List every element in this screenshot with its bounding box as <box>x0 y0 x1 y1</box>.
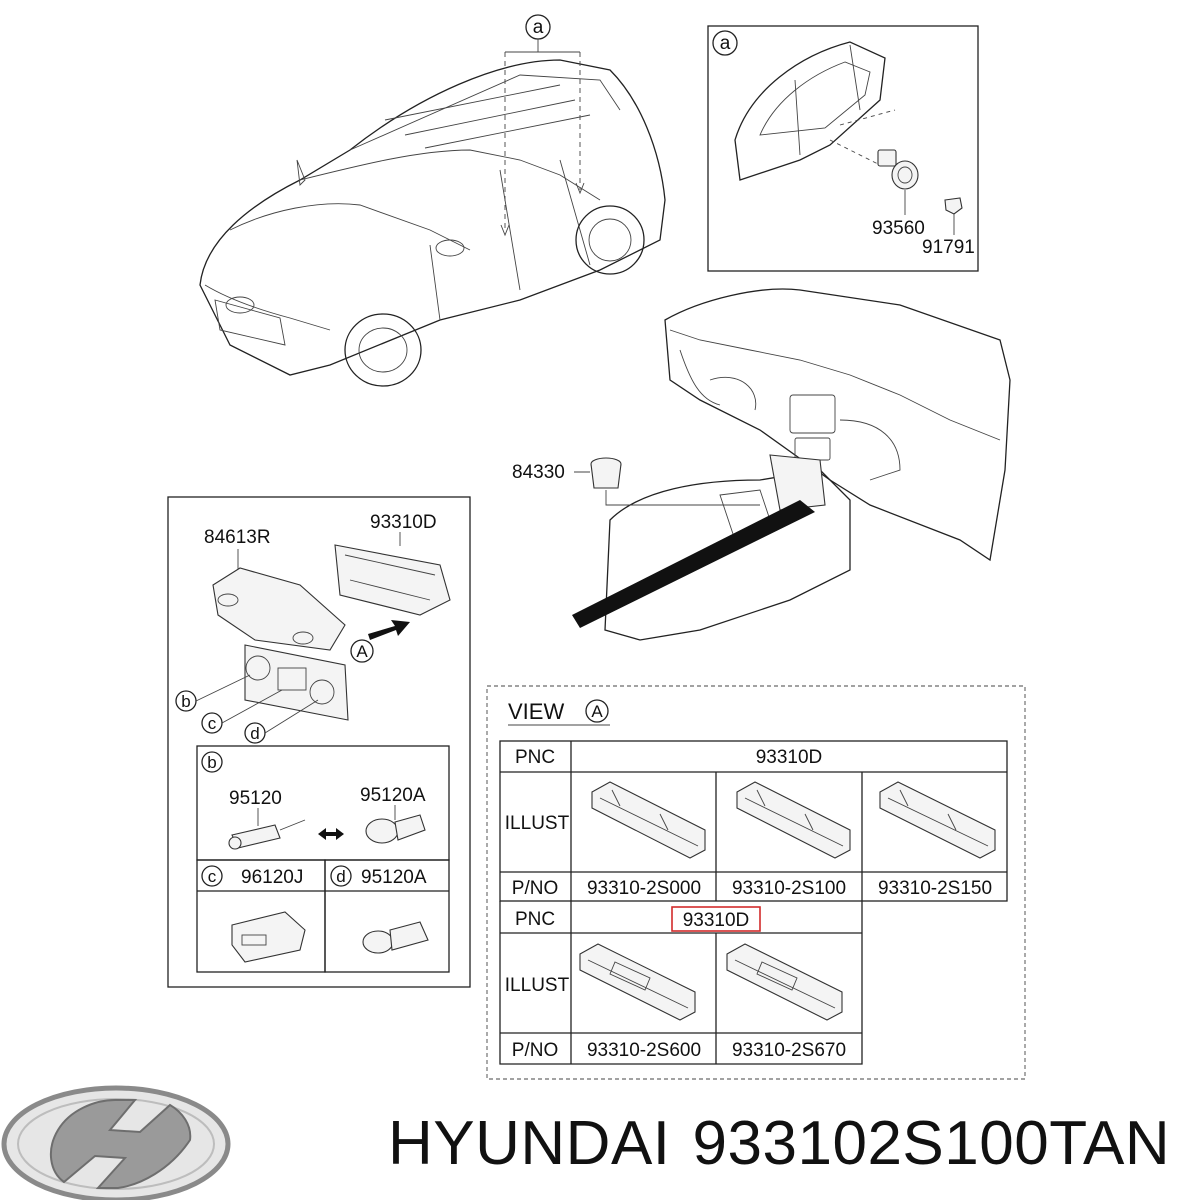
pno-2S100: 93310-2S100 <box>732 878 846 899</box>
lamp-93560-illustration <box>877 149 919 215</box>
switch-illust-2S100 <box>736 781 851 859</box>
label-95120A: 95120A <box>360 785 426 806</box>
row-pno-2: P/NO <box>512 1040 558 1061</box>
label-96120J: 96120J <box>241 867 303 888</box>
row-illust-2: ILLUST <box>505 975 570 996</box>
pno-2S600: 93310-2S600 <box>587 1040 701 1061</box>
pnc-value-2: 93310D <box>683 910 750 931</box>
car-illustration <box>199 14 666 387</box>
callout-inset-a: a <box>720 33 731 54</box>
caption-brand: HYUNDAI <box>388 1109 671 1178</box>
sub-box-d <box>324 859 450 973</box>
callout-d: d <box>250 724 259 743</box>
label-93310D: 93310D <box>370 512 437 533</box>
usb-96120J-illustration <box>231 911 306 963</box>
view-a-table <box>499 740 1008 1065</box>
door-frame-illustration <box>734 41 896 181</box>
interchange-arrow <box>318 828 344 840</box>
socket-95120A-illustration <box>365 805 426 844</box>
switch-93310D-illustration <box>334 544 451 616</box>
switch-illust-2S670 <box>726 943 843 1021</box>
label-84330: 84330 <box>512 462 565 483</box>
inset-a-frame <box>707 25 979 272</box>
row-pnc-2: PNC <box>515 909 555 930</box>
row-pno-1: P/NO <box>512 878 558 899</box>
dashboard-illustration <box>604 288 1011 641</box>
label-84613R: 84613R <box>204 527 271 548</box>
arrow-to-view-a <box>368 620 410 640</box>
sub-box-d-callout: d <box>336 867 345 886</box>
switch-illust-2S600 <box>579 943 696 1021</box>
callout-c: c <box>208 714 217 733</box>
cup-84330-illustration <box>590 457 622 489</box>
label-93560: 93560 <box>872 218 925 239</box>
screw-91791-illustration <box>944 197 963 235</box>
caption-part-number: 933102S100TAN <box>692 1109 1171 1178</box>
pno-2S150: 93310-2S150 <box>878 878 992 899</box>
view-a-frame <box>486 685 1026 1080</box>
detail-box-frame <box>167 496 471 988</box>
switch-illust-2S150 <box>879 781 996 859</box>
console-panel-illustration <box>212 567 349 721</box>
pno-2S000: 93310-2S000 <box>587 878 701 899</box>
view-a-title: VIEW <box>508 699 564 724</box>
label-91791: 91791 <box>922 237 975 258</box>
callout-b: b <box>181 692 190 711</box>
label-95120A-d: 95120A <box>361 867 427 888</box>
socket-95120A-d-illustration <box>362 921 429 954</box>
harness-leader <box>572 500 815 628</box>
label-95120: 95120 <box>229 788 282 809</box>
caption: HYUNDAI 933102S100TAN <box>388 1108 1188 1179</box>
switch-illust-2S000 <box>591 781 706 859</box>
sub-box-c-callout: c <box>208 867 217 886</box>
view-a-circle: A <box>591 702 603 721</box>
bulb-95120-illustration <box>228 808 306 850</box>
pno-2S670: 93310-2S670 <box>732 1040 846 1061</box>
hyundai-logo <box>1 1085 231 1200</box>
row-pnc-1: PNC <box>515 747 555 768</box>
callout-view-a: A <box>356 642 368 661</box>
pnc-value-1: 93310D <box>756 747 823 768</box>
sub-box-b-callout: b <box>207 753 216 772</box>
callout-top-a: a <box>533 17 544 38</box>
pnc-highlight-box <box>671 906 761 932</box>
row-illust-1: ILLUST <box>505 813 570 834</box>
